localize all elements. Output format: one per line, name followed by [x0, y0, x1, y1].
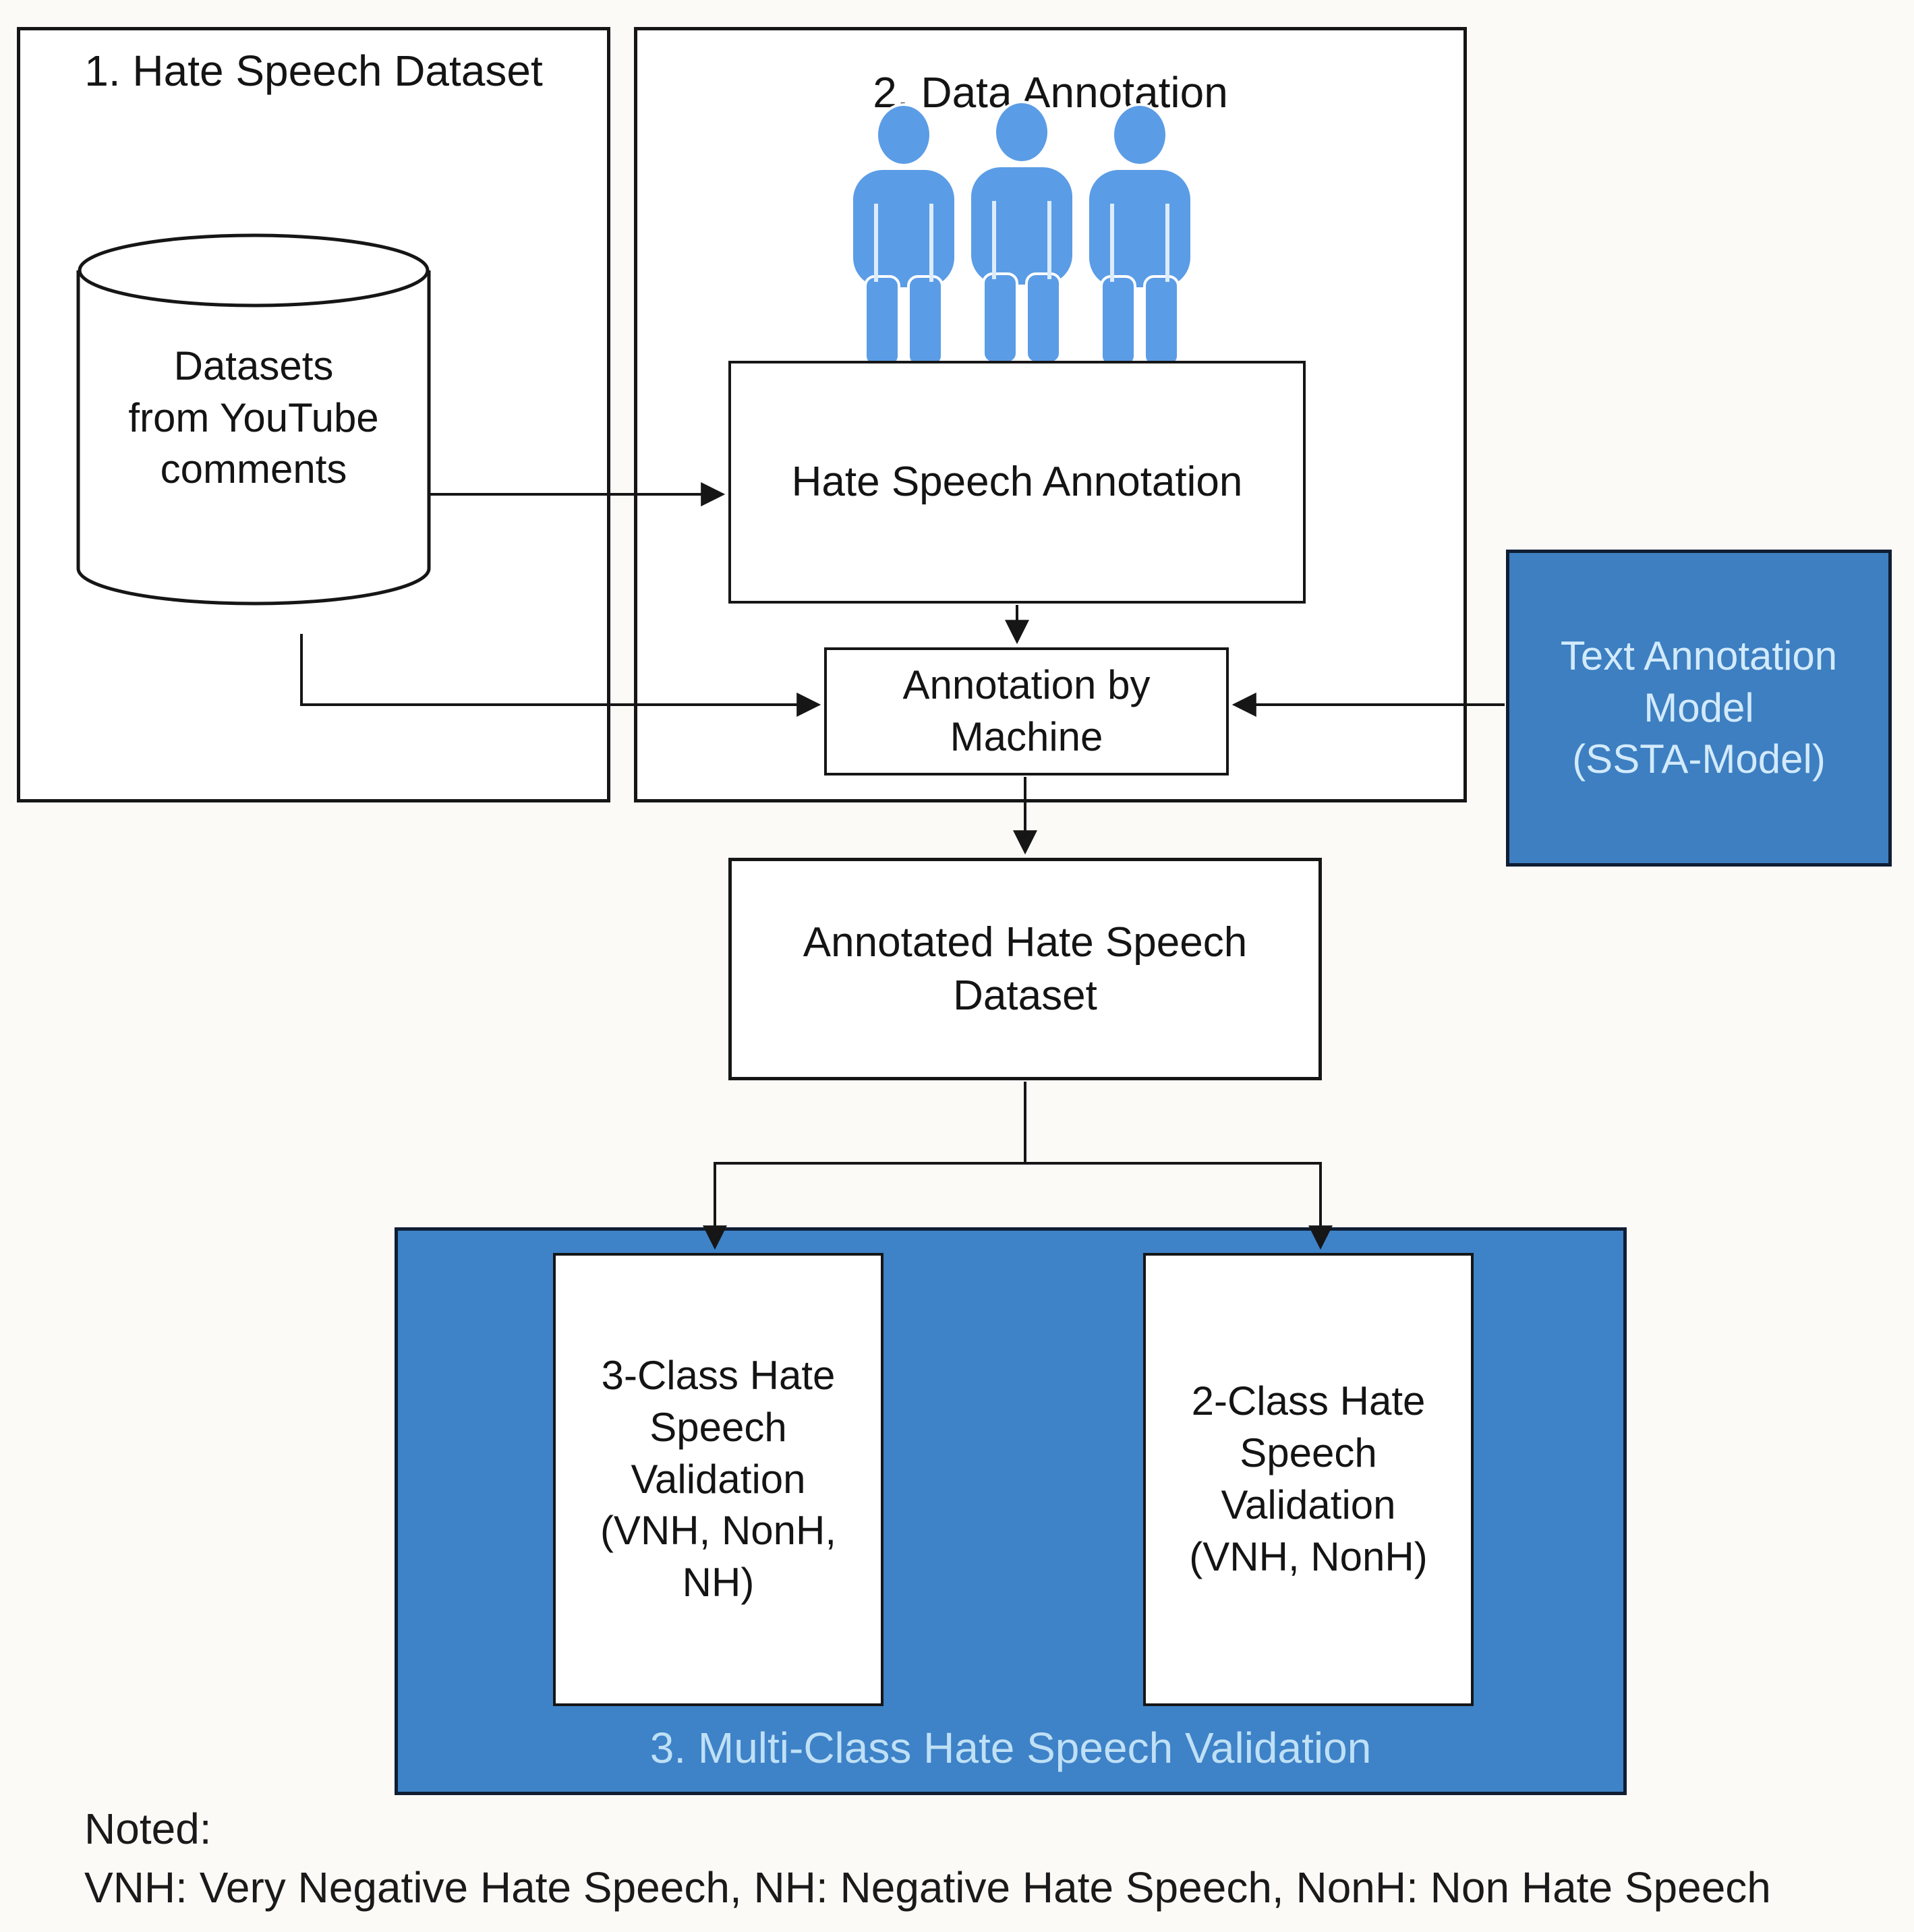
- section-title-dataset: 1. Hate Speech Dataset: [84, 47, 543, 95]
- node-youtube-datasets: Datasets from YouTube comments: [128, 343, 379, 492]
- note-abbreviations: VNH: Very Negative Hate Speech, NH: Nega…: [84, 1863, 1771, 1912]
- node-annotated-dataset: Annotated Hate Speech Dataset: [728, 858, 1322, 1080]
- database-cylinder-icon: [76, 233, 431, 606]
- node-2class-validation: 2-Class Hate Speech Validation (VNH, Non…: [1143, 1253, 1474, 1706]
- node-hate-speech-annotation: Hate Speech Annotation: [728, 361, 1306, 604]
- section-title-validation: 3. Multi-Class Hate Speech Validation: [649, 1724, 1372, 1772]
- note-label: Noted:: [84, 1805, 212, 1853]
- section-title-annotation: 2. Data Annotation: [873, 68, 1228, 117]
- people-group-icon: [840, 100, 1204, 365]
- node-3class-validation: 3-Class Hate Speech Validation (VNH, Non…: [553, 1253, 883, 1706]
- node-annotation-by-machine: Annotation by Machine: [824, 647, 1229, 775]
- node-text-annotation-model: Text Annotation Model (SSTA-Model): [1506, 550, 1892, 867]
